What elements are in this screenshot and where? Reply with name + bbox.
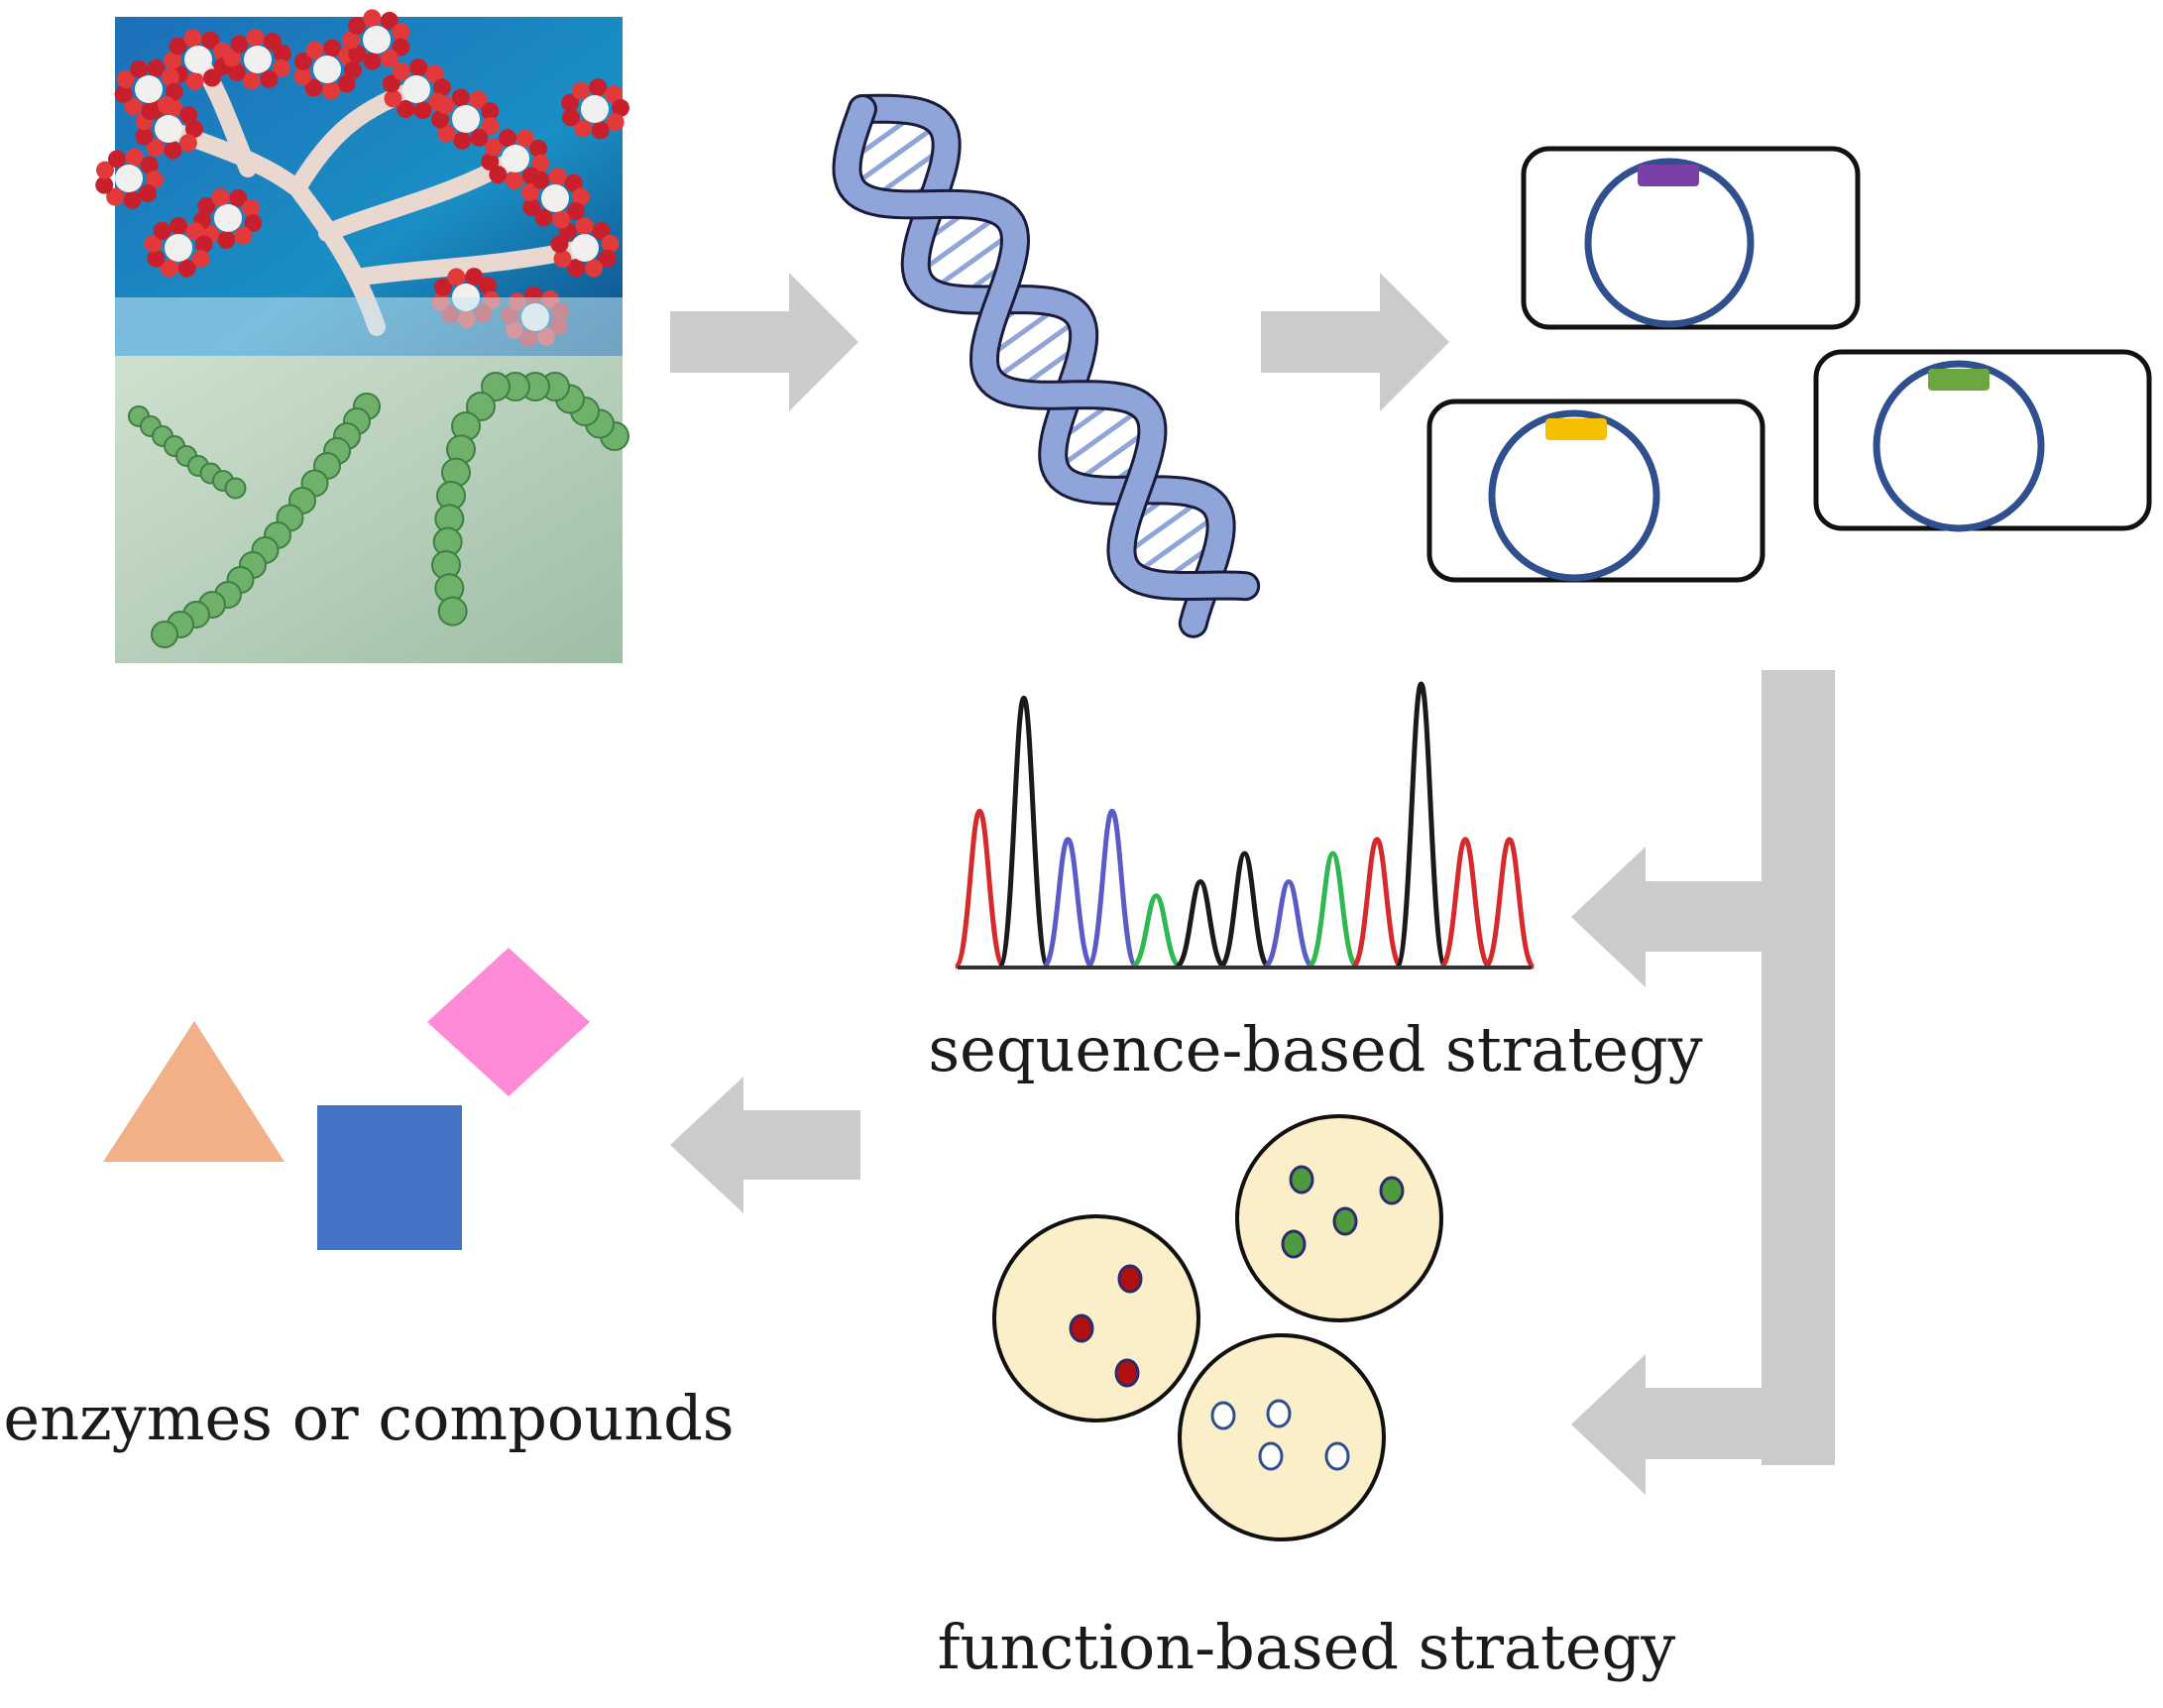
products-label: enzymes or compounds	[3, 1382, 734, 1454]
insert-purple	[1638, 165, 1699, 186]
colony	[1069, 1313, 1094, 1343]
colony	[1324, 1441, 1350, 1471]
chromatogram-peak	[1263, 878, 1314, 969]
diamond-shape	[427, 948, 590, 1096]
chromatogram-peak	[1394, 681, 1448, 969]
square-shape	[317, 1105, 462, 1250]
colony	[1210, 1401, 1236, 1430]
colony	[1379, 1176, 1405, 1205]
arrow-dna-to-clones	[1261, 273, 1449, 411]
clone-box-green	[1813, 349, 2152, 532]
chromatogram-peak	[1175, 878, 1226, 969]
colony	[1332, 1206, 1358, 1236]
chromatogram-peak	[1307, 851, 1359, 969]
plasmid-icon	[1873, 360, 2045, 532]
chromatogram-peak	[953, 808, 1007, 969]
colony	[1117, 1264, 1143, 1294]
sequence-strategy-label: sequence-based strategy	[928, 1013, 1702, 1085]
clone-box-yellow	[1426, 399, 1765, 583]
plate-white-colonies	[1178, 1333, 1386, 1541]
function-strategy-label: function-based strategy	[938, 1611, 1676, 1683]
chromatogram-peak	[1042, 837, 1094, 969]
arrow-source-to-dna	[670, 273, 858, 411]
colony	[1289, 1165, 1314, 1195]
colony	[1281, 1229, 1307, 1259]
insert-green	[1928, 369, 1990, 391]
coral-photo	[95, 9, 629, 356]
chromatogram-peak	[1218, 851, 1271, 969]
chromatogram-peak	[1084, 808, 1139, 969]
plate-green-colonies	[1235, 1114, 1443, 1322]
dna-helix-icon	[832, 93, 1261, 638]
branch-connector	[1762, 670, 1835, 1465]
plasmid-icon	[1584, 158, 1755, 328]
arrow-to-products	[670, 1077, 860, 1213]
clone-box-purple	[1521, 146, 1861, 330]
chromatogram-peak	[1439, 837, 1492, 969]
arrow-to-function-strategy	[1571, 1354, 1762, 1495]
cyanobacteria-photo	[115, 356, 629, 663]
colony	[1266, 1399, 1292, 1428]
chromatogram-peak	[996, 695, 1051, 969]
colony	[1258, 1441, 1284, 1471]
colony	[1114, 1358, 1140, 1388]
chromatogram-peak	[1483, 837, 1536, 969]
insert-yellow	[1545, 418, 1607, 440]
chromatogram-peak	[1351, 837, 1404, 969]
sequencing-chromatogram	[953, 681, 1536, 969]
triangle-shape	[103, 1021, 285, 1162]
plate-red-colonies	[992, 1214, 1200, 1423]
chromatogram-peak	[1130, 893, 1183, 969]
plasmid-icon	[1488, 409, 1660, 582]
arrow-to-sequence-strategy	[1571, 847, 1762, 987]
